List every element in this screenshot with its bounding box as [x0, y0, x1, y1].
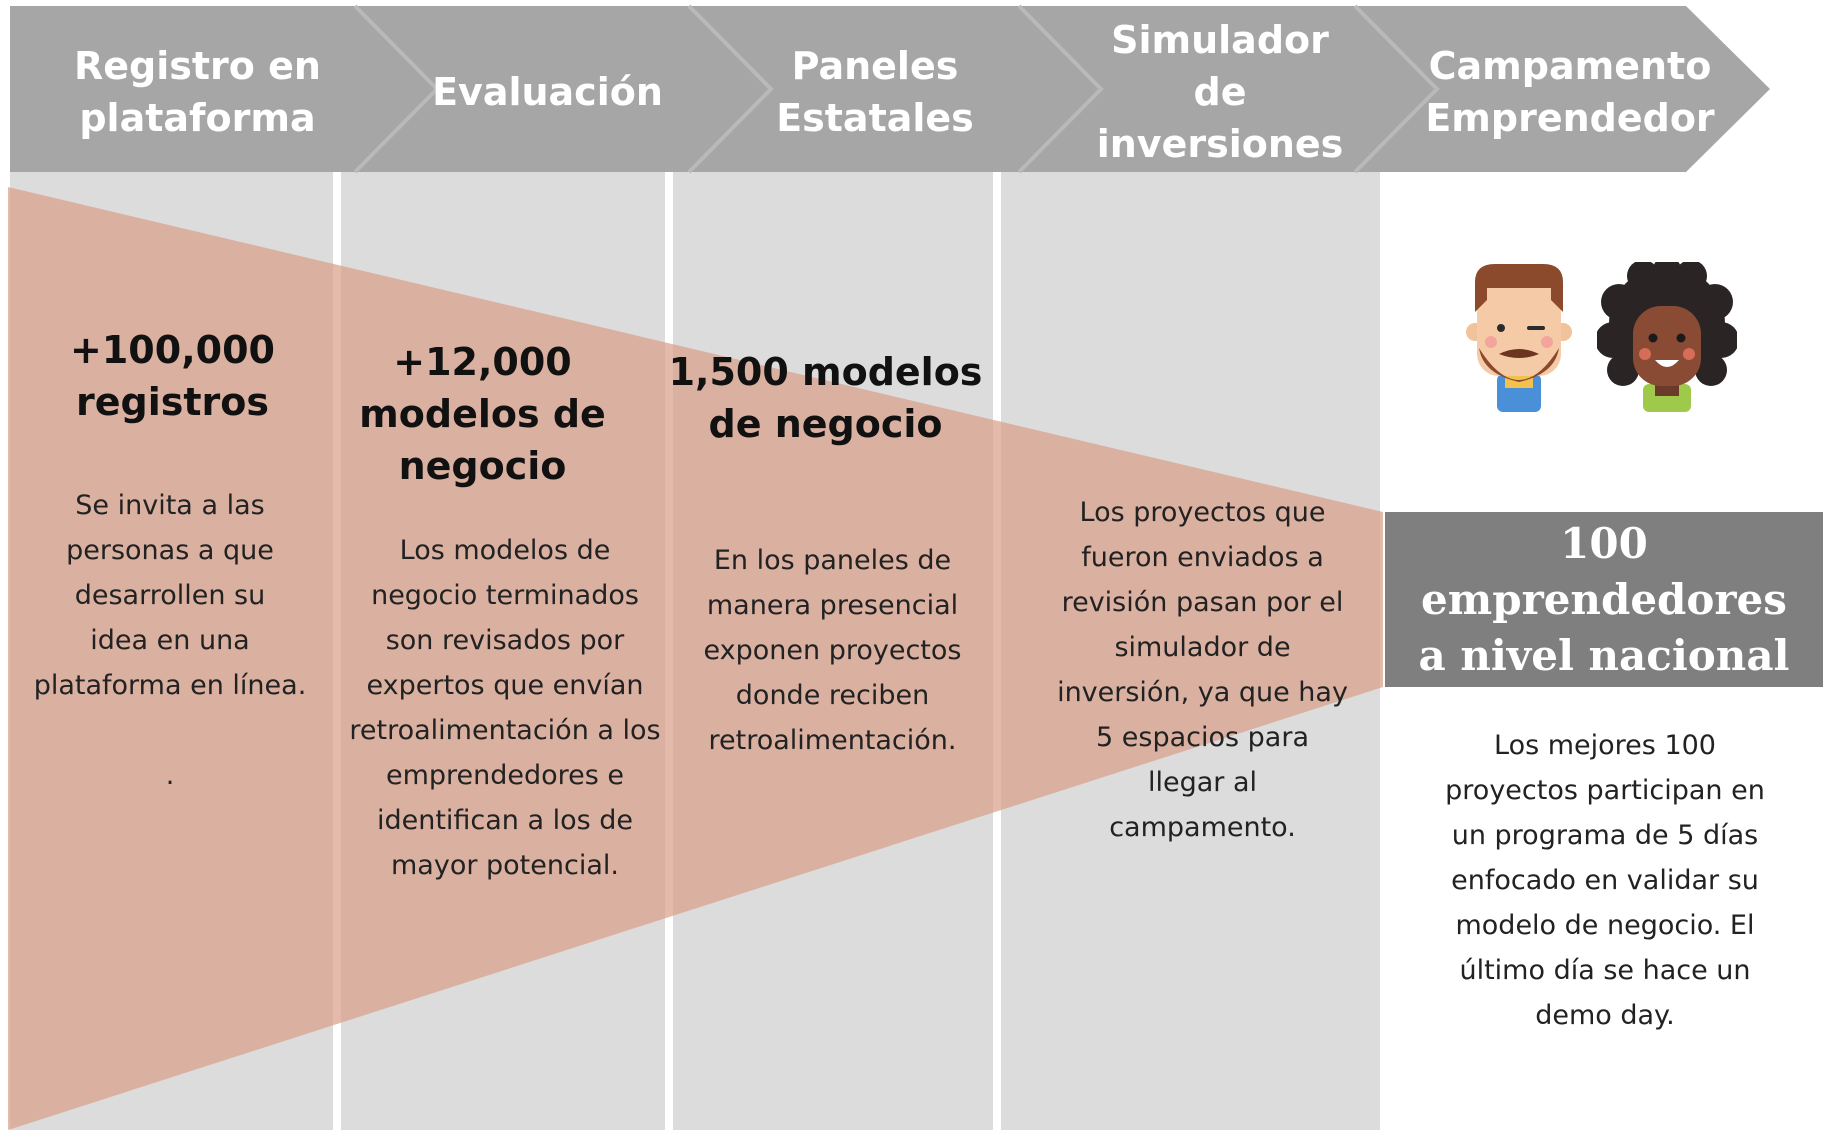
- description-line: identifican a los de: [376, 805, 634, 836]
- step-label-line: Estatales: [776, 96, 974, 140]
- step-label-line: Registro en: [74, 44, 321, 88]
- result-title-line: a nivel nacional: [1418, 630, 1790, 680]
- step-label-text: Registro en plataforma: [74, 40, 321, 144]
- description-line: personas a que: [66, 535, 274, 566]
- metric-line: 1,500 modelos: [668, 350, 983, 394]
- step-label-text: Evaluación: [432, 66, 663, 118]
- metric-line: registros: [76, 380, 269, 424]
- metric-line: negocio: [398, 444, 567, 488]
- step-label-line: de: [1193, 70, 1247, 114]
- description-line: Se invita a las: [75, 490, 265, 521]
- description-line: modelo de negocio. El: [1455, 910, 1755, 941]
- description-line: retroalimentación.: [708, 725, 957, 756]
- bearded-man-avatar-icon: [1466, 264, 1572, 412]
- description-line: llegar al: [1147, 767, 1258, 798]
- chevron-separator-3: [1017, 4, 1104, 174]
- description-line: negocio terminados: [371, 580, 639, 611]
- description-line: desarrollen su: [74, 580, 266, 611]
- stage-metric-3: 1,500 modelos de negocio: [663, 346, 988, 450]
- stage-description-1: Se invita a las personas a que desarrollen…: [15, 483, 325, 798]
- result-title: 100 emprendedores a nivel nacional: [1385, 516, 1823, 684]
- result-title-box: 100 emprendedores a nivel nacional: [1385, 512, 1823, 687]
- description-line: campamento.: [1109, 812, 1296, 843]
- stage-description-2: Los modelos de negocio terminados son revi…: [345, 528, 665, 888]
- stage-description-3: En los paneles de manera presencial expone…: [675, 538, 990, 763]
- description-line: fueron enviados a: [1081, 542, 1324, 573]
- step-label-line: Emprendedor: [1425, 96, 1715, 140]
- description-line: plataforma en línea.: [33, 670, 307, 701]
- step-label-1: Registro en plataforma: [20, 6, 375, 178]
- description-line: .: [165, 760, 175, 791]
- result-title-line: 100 emprendedores: [1421, 518, 1787, 624]
- chevron-separator-1: [353, 4, 440, 174]
- description-line: proyectos participan en: [1445, 775, 1765, 806]
- step-label-text: Simulador de inversiones: [1097, 14, 1344, 170]
- metric-line: de negocio: [708, 402, 943, 446]
- step-label-2: Evaluación: [380, 6, 715, 178]
- description-line: mayor potencial.: [391, 850, 619, 881]
- description-line: En los paneles de: [713, 545, 952, 576]
- funnel-triangle: [8, 187, 1383, 1130]
- result-description: Los mejores 100 proyectos participan en un…: [1395, 723, 1815, 1038]
- step-label-line: Evaluación: [432, 70, 663, 114]
- step-label-line: plataforma: [79, 96, 316, 140]
- metric-line: modelos de: [359, 392, 606, 436]
- step-label-4: Simulador de inversiones: [1045, 6, 1395, 178]
- description-line: emprendedores e: [385, 760, 625, 791]
- description-line: revisión pasan por el: [1061, 587, 1344, 618]
- chevron-separator-4: [1353, 4, 1440, 174]
- step-label-line: inversiones: [1096, 122, 1344, 166]
- description-line: 5 espacios para: [1096, 722, 1309, 753]
- description-line: simulador de: [1114, 632, 1291, 663]
- metric-line: +12,000: [393, 340, 572, 384]
- description-line: Los modelos de: [399, 535, 611, 566]
- process-arrow-band: [10, 6, 1770, 172]
- description-line: demo day.: [1535, 1000, 1675, 1031]
- stage-metric-2: +12,000 modelos de negocio: [330, 336, 635, 492]
- description-line: enfocado en validar su: [1451, 865, 1759, 896]
- step-label-line: Campamento: [1428, 44, 1712, 88]
- metric-line: +100,000: [70, 328, 275, 372]
- description-line: retroalimentación a los: [349, 715, 661, 746]
- chevron-separator-2: [687, 4, 774, 174]
- curly-hair-woman-avatar-icon: [1597, 262, 1737, 412]
- description-line: manera presencial: [706, 590, 959, 621]
- description-line: expertos que envían: [366, 670, 644, 701]
- description-line: exponen proyectos: [703, 635, 962, 666]
- description-line: donde reciben: [735, 680, 930, 711]
- description-line: último día se hace un: [1459, 955, 1751, 986]
- stage-metric-1: +100,000 registros: [15, 324, 330, 428]
- stage-description-4: Los proyectos que fueron enviados a revisi…: [1035, 490, 1370, 850]
- description-line: Los proyectos que: [1079, 497, 1326, 528]
- description-line: inversión, ya que hay: [1057, 677, 1348, 708]
- description-line: idea en una: [90, 625, 250, 656]
- description-line: son revisados por: [385, 625, 625, 656]
- description-line: un programa de 5 días: [1451, 820, 1759, 851]
- description-line: Los mejores 100: [1494, 730, 1716, 761]
- step-label-line: Simulador: [1111, 18, 1329, 62]
- description-line: [15, 708, 325, 753]
- step-label-line: Paneles: [791, 44, 959, 88]
